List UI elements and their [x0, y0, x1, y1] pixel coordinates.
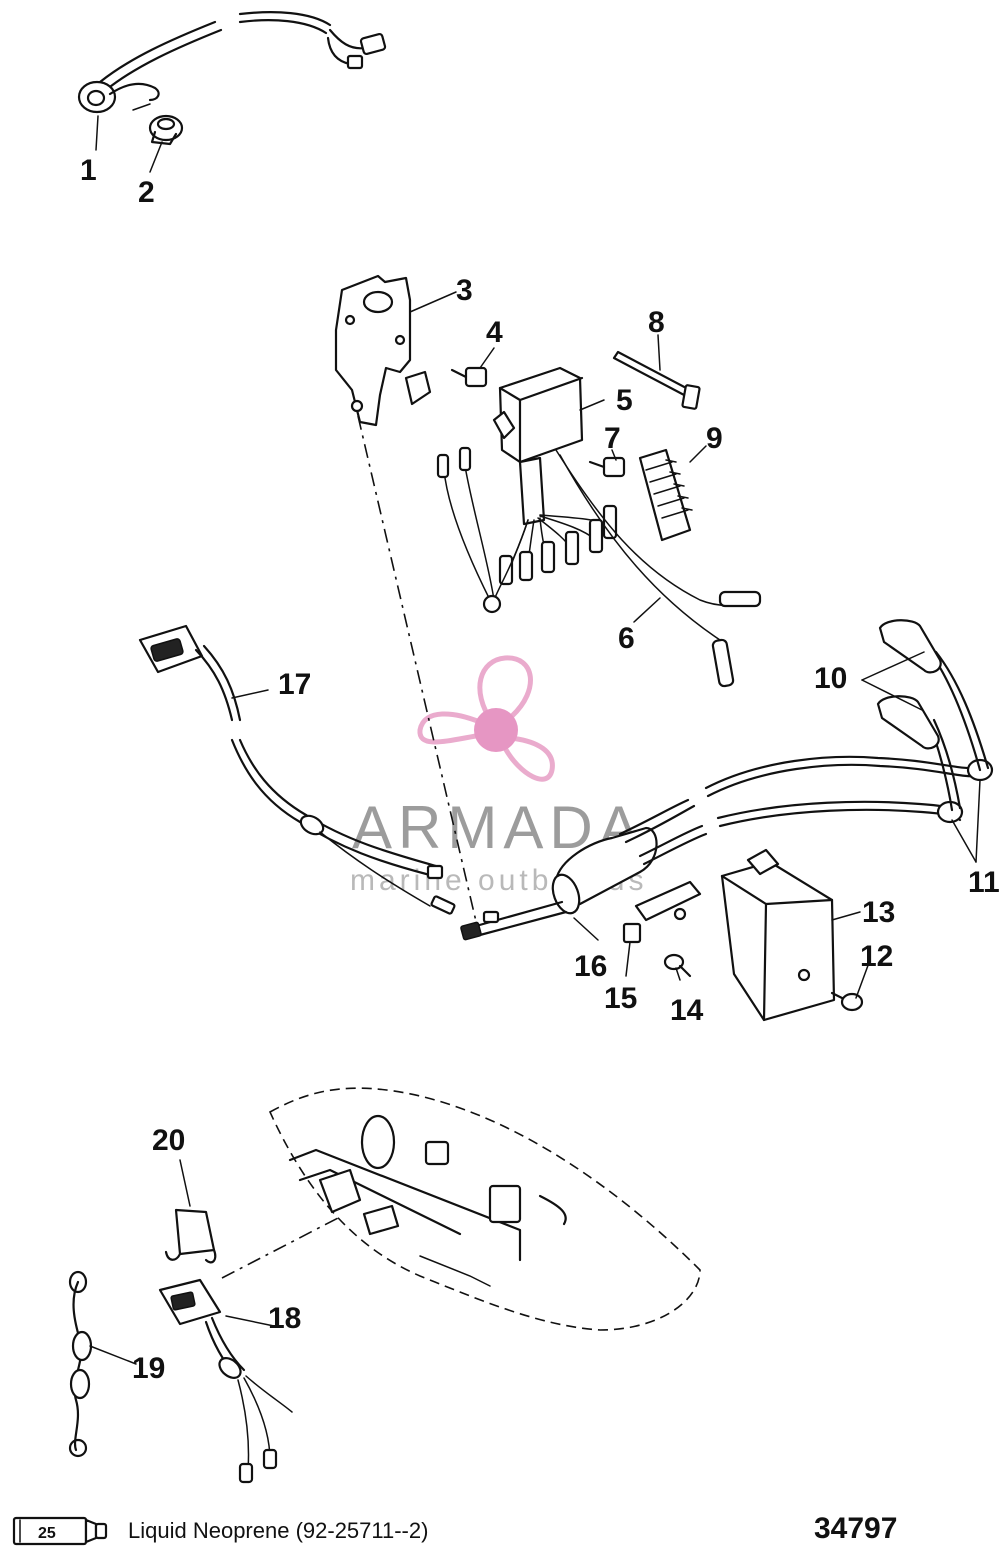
callout-4: 4: [486, 316, 503, 349]
part-17-main-harness: [138, 624, 456, 915]
part-2-pressure-switch: [148, 114, 184, 146]
part-5-switch-box: [436, 366, 618, 614]
callout-5: 5: [616, 384, 633, 417]
callout-14: 14: [670, 994, 704, 1027]
sealant-legend-text: Liquid Neoprene (92-25711--2): [128, 1518, 428, 1543]
callout-20: 20: [152, 1124, 185, 1157]
part-13-coil-cover: [720, 848, 836, 1022]
callout-19: 19: [132, 1352, 165, 1385]
callout-11: 11: [968, 866, 1000, 899]
callout-2: 2: [138, 176, 155, 209]
part-18-connector-harness: [158, 1278, 293, 1484]
callout-numbers: 1 2 3 4 5 6 7 8 9 10 11 12 13 14 15 16 1…: [80, 154, 1000, 1385]
sealant-tube-icon: [12, 1516, 108, 1546]
part-9-terminal-block: [638, 448, 693, 542]
assembly-line-bracket: [357, 415, 479, 931]
part-12-screw: [830, 991, 864, 1012]
switch-box-ground-leads: [436, 446, 529, 614]
part-8-cable-tie: [612, 350, 701, 410]
callout-7: 7: [604, 422, 621, 455]
control-housing: [268, 1087, 701, 1331]
sealant-tube-number: 25: [38, 1525, 56, 1542]
part-1-sensor-harness: [77, 11, 387, 114]
part-4-screw: [450, 366, 488, 388]
callout-8: 8: [648, 306, 665, 339]
callout-10: 10: [814, 662, 847, 695]
sealant-legend: 25 Liquid Neoprene (92-25711--2): [12, 1516, 428, 1546]
callout-13: 13: [862, 896, 895, 929]
callout-6: 6: [618, 622, 635, 655]
part-7-screw: [588, 456, 626, 478]
part-3-mounting-bracket: [334, 274, 432, 427]
leader-lines: [89, 115, 981, 1365]
callout-16: 16: [574, 950, 607, 983]
callout-15: 15: [604, 982, 637, 1015]
callout-12: 12: [860, 940, 893, 973]
callout-3: 3: [456, 274, 473, 307]
part-16-ignition-coil: [460, 826, 658, 941]
callout-18: 18: [268, 1302, 301, 1335]
part-19-lanyard: [68, 1270, 93, 1458]
part-15-mounting-strap: [622, 880, 702, 944]
part-20-retaining-clip: [164, 1208, 217, 1264]
callout-9: 9: [706, 422, 723, 455]
drawing-number: 34797: [814, 1512, 897, 1545]
callout-17: 17: [278, 668, 311, 701]
part-14-screw: [663, 953, 692, 978]
propeller-logo-icon: [417, 655, 555, 782]
assembly-line-connector: [221, 1217, 339, 1279]
part-10-11-spark-plug-leads: [618, 619, 994, 866]
part-6-ground-lead: [555, 449, 762, 688]
callout-1: 1: [80, 154, 97, 187]
